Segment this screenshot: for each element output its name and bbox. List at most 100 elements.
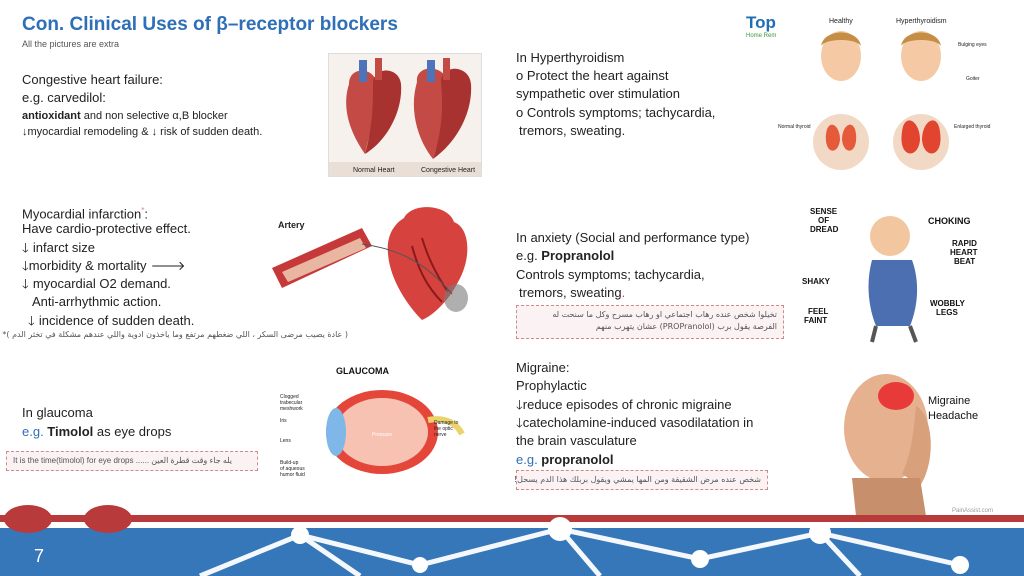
label-iris: Iris bbox=[280, 418, 287, 424]
label-buildup1: Build-up bbox=[280, 460, 299, 466]
label-damage1: Damage to bbox=[434, 420, 459, 426]
hyperthyroid-bullet1b: sympathetic over stimulation bbox=[516, 86, 681, 101]
label-clogged: Clogged bbox=[280, 394, 299, 400]
glaucoma-eg-drug: Timolol bbox=[47, 424, 94, 439]
anxiety-heading: In anxiety (Social and performance type) bbox=[516, 230, 750, 245]
label-bulging-eyes: Bulging eyes bbox=[958, 42, 987, 48]
label-pressure: Pressure bbox=[372, 432, 392, 438]
anxiety-illustration: SENSE OF DREAD CHOKING RAPID HEART BEAT … bbox=[802, 202, 996, 344]
chf-line1-bold: antioxidant bbox=[22, 110, 81, 122]
down-arrow-icon: 🡓 bbox=[22, 259, 29, 274]
label-beat: BEAT bbox=[954, 257, 975, 266]
label-buildup2: of aqueous bbox=[280, 466, 305, 472]
down-arrow-icon: 🡓 bbox=[22, 277, 33, 292]
migraine-line3-text: catecholamine-induced vasodilatation in bbox=[522, 415, 754, 430]
mi-line2-text: infarct size bbox=[32, 240, 96, 255]
hyperthyroid-bullet2b: tremors, sweating. bbox=[519, 123, 626, 138]
anxiety-eg-drug: Propranolol bbox=[541, 248, 615, 263]
label-wobbly: WOBBLY bbox=[930, 299, 965, 308]
label-hyperthyroidism: Hyperthyroidism bbox=[896, 18, 947, 25]
migraine-illustration: Migraine Headache PainAssist.com bbox=[816, 366, 996, 516]
label-lens: Lens bbox=[280, 438, 291, 444]
congestive-heart-caption: Congestive Heart bbox=[421, 167, 475, 174]
mi-line6-text: incidence of sudden death. bbox=[38, 313, 195, 328]
migraine-line3: 🡓catecholamine-induced vasodilatation in bbox=[516, 414, 753, 433]
label-normal-thyroid: Normal thyroid bbox=[778, 124, 811, 130]
label-choking: CHOKING bbox=[928, 216, 971, 226]
hyperthyroid-bullet1a: o Protect the heart against bbox=[516, 68, 669, 83]
normal-heart-caption: Normal Heart bbox=[353, 167, 395, 174]
mi-line6: 🡓 incidence of sudden death. bbox=[28, 312, 194, 331]
migraine-eg-drug: propranolol bbox=[541, 452, 614, 467]
chf-example: e.g. carvedilol: bbox=[22, 90, 106, 105]
artery-heart-image: Artery bbox=[272, 198, 490, 324]
anxiety-example: e.g. Propranolol bbox=[516, 247, 614, 265]
hyperthyroid-image: Healthy Hyperthyroidism Bulging eyes Goi… bbox=[776, 14, 996, 178]
migraine-line2-text: reduce episodes of chronic migraine bbox=[522, 397, 732, 412]
anxiety-cartoon-image: SENSE OF DREAD CHOKING RAPID HEART BEAT … bbox=[802, 202, 996, 344]
logo-subtext: Home Remedies bbox=[746, 33, 791, 39]
hyperthyroid-bullet2a: o Controls symptoms; tachycardia, bbox=[516, 105, 716, 120]
anxiety-line1: Controls symptoms; tachycardia, bbox=[516, 267, 705, 282]
label-shaky: SHAKY bbox=[802, 277, 831, 286]
migraine-image: Migraine Headache PainAssist.com bbox=[816, 366, 996, 516]
label-damage3: nerve bbox=[434, 432, 447, 438]
chf-line1-rest: and non selective α,B blocker bbox=[80, 110, 228, 122]
chf-line1: antioxidant and non selective α,B blocke… bbox=[22, 108, 228, 124]
slide-subtitle: All the pictures are extra bbox=[22, 39, 120, 49]
mi-heading-colon: : bbox=[144, 206, 148, 222]
glaucoma-eg-rest: as eye drops bbox=[93, 424, 172, 439]
anxiety-line2-text: tremors, sweating bbox=[519, 285, 622, 300]
eye-illustration: GLAUCOMA Clogged trabecular meshwork Iri… bbox=[278, 360, 478, 490]
label-legs: LEGS bbox=[936, 308, 958, 317]
mi-heading: Myocardial infarction*: bbox=[22, 202, 148, 223]
mi-line5: Anti-arrhythmic action. bbox=[32, 294, 162, 309]
glaucoma-eg-prefix: e.g. bbox=[22, 424, 48, 439]
glaucoma-example: e.g. Timolol as eye drops bbox=[22, 423, 171, 441]
migraine-arabic-note: شخص عنده مرض الشقيقة ومن المها يمشي ويقو… bbox=[514, 470, 768, 490]
label-feel: FEEL bbox=[808, 307, 829, 316]
footer-network-graphic bbox=[4, 505, 969, 576]
anxiety-eg-prefix: e.g. bbox=[516, 248, 542, 263]
label-heart: HEART bbox=[950, 248, 978, 257]
mi-arabic-note: ( عادة يصيب مرضى السكر ، اللي ضغطهم مرتف… bbox=[2, 330, 348, 339]
mi-line3: 🡓morbidity & mortality 🡒 bbox=[22, 257, 186, 276]
mi-line4: 🡓 myocardial O2 demand. bbox=[22, 275, 171, 294]
label-trabecular: trabecular bbox=[280, 400, 303, 406]
anxiety-line2: tremors, sweating. bbox=[519, 284, 625, 302]
heart-illustration: Normal Heart Congestive Heart bbox=[329, 54, 481, 176]
label-healthy: Healthy bbox=[829, 18, 853, 25]
thyroid-illustration: Healthy Hyperthyroidism Bulging eyes Goi… bbox=[776, 14, 996, 178]
glaucoma-image: GLAUCOMA Clogged trabecular meshwork Iri… bbox=[278, 360, 478, 490]
glaucoma-image-title: GLAUCOMA bbox=[336, 366, 389, 376]
chf-line2: ↓myocardial remodeling & ↓ risk of sudde… bbox=[22, 126, 263, 138]
artery-label: Artery bbox=[278, 220, 305, 230]
migraine-eg-prefix: e.g. bbox=[516, 452, 542, 467]
chf-heading: Congestive heart failure: bbox=[22, 72, 163, 87]
label-goiter: Goiter bbox=[966, 76, 980, 82]
artery-illustration: Artery bbox=[272, 198, 490, 324]
migraine-heading: Migraine: bbox=[516, 360, 570, 375]
down-arrow-icon: 🡓 bbox=[516, 398, 523, 413]
anxiety-line2-dot: . bbox=[621, 285, 626, 300]
mi-line3-text: morbidity & mortality bbox=[28, 258, 147, 273]
migraine-line1: Prophylactic bbox=[516, 378, 587, 393]
migraine-credit: PainAssist.com bbox=[952, 508, 993, 514]
label-of: OF bbox=[818, 216, 829, 225]
right-arrow-icon: 🡒 bbox=[146, 259, 186, 274]
mi-line1: Have cardio-protective effect. bbox=[22, 221, 191, 236]
label-sense: SENSE bbox=[810, 207, 838, 216]
migraine-line2: 🡓reduce episodes of chronic migraine bbox=[516, 396, 732, 415]
label-faint: FAINT bbox=[804, 316, 827, 325]
anxiety-arabic-note: تخيلوا شخص عنده رهاب اجتماعي او رهاب مسر… bbox=[516, 305, 784, 339]
mi-line2: 🡓 infarct size bbox=[22, 239, 95, 258]
footer-stripe bbox=[0, 515, 1024, 522]
migraine-example: e.g. propranolol bbox=[516, 451, 614, 469]
anxiety-note-line1: تخيلوا شخص عنده رهاب اجتماعي او رهاب مسر… bbox=[552, 310, 777, 319]
mi-heading-text: Myocardial infarction bbox=[22, 206, 142, 222]
anxiety-note-line2: الفرصة يقول برب (PROPranolol) عشان يتهرب… bbox=[595, 322, 777, 331]
down-arrow-icon: 🡓 bbox=[22, 241, 33, 256]
glaucoma-note: It is the time(timolol) for eye drops ..… bbox=[6, 451, 258, 471]
hyperthyroid-heading: In Hyperthyroidism bbox=[516, 50, 625, 65]
migraine-label-line2: Headache bbox=[928, 410, 978, 422]
